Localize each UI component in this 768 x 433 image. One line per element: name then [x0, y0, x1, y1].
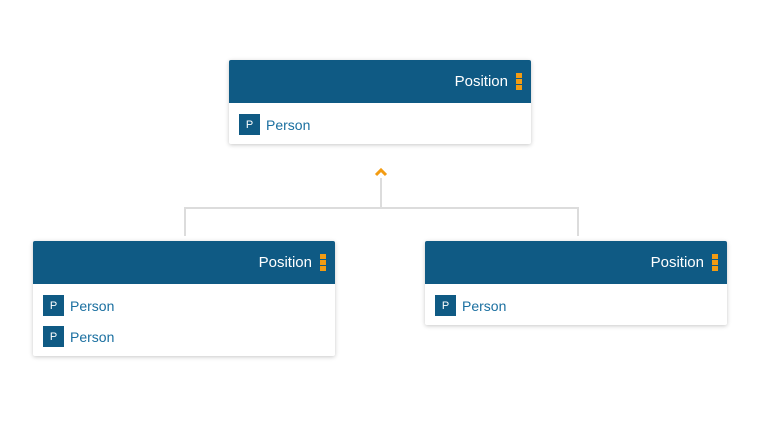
- person-item[interactable]: P Person: [43, 326, 325, 347]
- position-title: Position: [650, 254, 704, 271]
- person-name: Person: [70, 297, 115, 314]
- person-name: Person: [266, 116, 311, 133]
- drag-handle-icon[interactable]: [516, 73, 522, 90]
- card-header: Position: [229, 60, 531, 103]
- person-item[interactable]: P Person: [239, 114, 521, 135]
- person-name: Person: [462, 297, 507, 314]
- person-badge: P: [43, 295, 64, 316]
- card-body: P Person P Person: [33, 284, 335, 356]
- connector-left-vertical: [184, 207, 186, 236]
- person-badge: P: [435, 295, 456, 316]
- person-item[interactable]: P Person: [43, 295, 325, 316]
- card-body: P Person: [425, 284, 727, 325]
- person-name: Person: [70, 328, 115, 345]
- position-card-root[interactable]: Position P Person: [229, 60, 531, 144]
- collapse-children-button[interactable]: [374, 164, 388, 177]
- person-badge: P: [239, 114, 260, 135]
- drag-handle-icon[interactable]: [320, 254, 326, 271]
- card-body: P Person: [229, 103, 531, 144]
- connector-right-vertical: [577, 207, 579, 236]
- connector-horizontal: [184, 207, 579, 209]
- card-header: Position: [425, 241, 727, 284]
- connector-root-vertical: [380, 178, 382, 209]
- position-title: Position: [258, 254, 312, 271]
- person-item[interactable]: P Person: [435, 295, 717, 316]
- position-card-left[interactable]: Position P Person P Person: [33, 241, 335, 356]
- drag-handle-icon[interactable]: [712, 254, 718, 271]
- card-header: Position: [33, 241, 335, 284]
- chevron-up-icon: [374, 167, 388, 177]
- person-badge: P: [43, 326, 64, 347]
- position-card-right[interactable]: Position P Person: [425, 241, 727, 325]
- position-title: Position: [454, 73, 508, 90]
